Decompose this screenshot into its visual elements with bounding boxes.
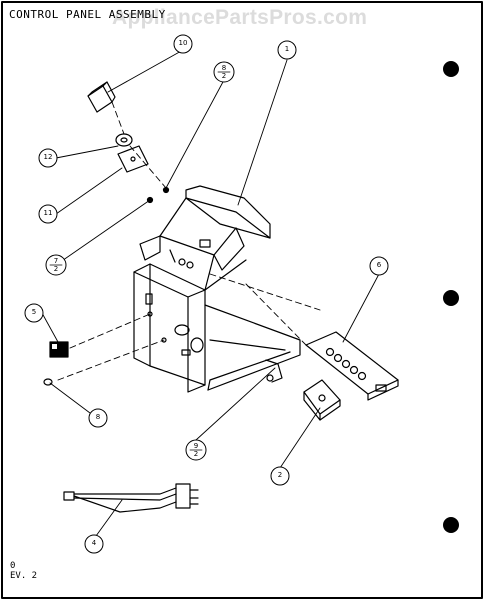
binder-hole-middle: [443, 290, 459, 306]
callout-12: 12: [43, 153, 53, 161]
callout-denominator: 2: [221, 72, 227, 80]
callout-8: 8: [95, 413, 101, 421]
binder-hole-bottom: [443, 517, 459, 533]
callout-numerator: 7: [53, 257, 59, 265]
chassis-part: [133, 263, 301, 393]
wire-clip-part: [265, 359, 283, 383]
leader-lines: [41, 49, 380, 537]
callout-1: 1: [284, 45, 290, 53]
switch-part: [303, 379, 341, 421]
diagram-title: CONTROL PANEL ASSEMBLY: [9, 8, 166, 21]
callout-5: 5: [31, 308, 37, 316]
top-cover-part: [139, 185, 271, 291]
control-board-part: [305, 331, 399, 401]
callout-circles: [24, 34, 389, 554]
callout-10: 10: [178, 39, 188, 47]
binder-hole-top: [443, 61, 459, 77]
wire-harness-part: [63, 483, 199, 513]
small-button-part: [43, 378, 53, 386]
callout-11: 11: [43, 209, 53, 217]
revision-code: 0: [10, 561, 16, 571]
callout-numerator: 9: [193, 442, 199, 450]
knob-part: [87, 81, 116, 113]
callout-2: 2: [277, 471, 283, 479]
callout-denominator: 2: [53, 265, 59, 273]
watermark: AppliancePartsPros.com: [112, 6, 368, 29]
assembly-lines: [57, 101, 321, 381]
callout-denominator: 2: [193, 450, 199, 458]
washer-part: [115, 133, 133, 147]
callout-6: 6: [376, 261, 382, 269]
revision-label: EV. 2: [10, 571, 38, 581]
rocker-switch-part: [49, 341, 69, 358]
callout-4: 4: [91, 539, 97, 547]
callout-numerator: 8: [221, 64, 227, 72]
callout-fraction-bars: [49, 71, 231, 451]
screw-part: [146, 186, 170, 204]
